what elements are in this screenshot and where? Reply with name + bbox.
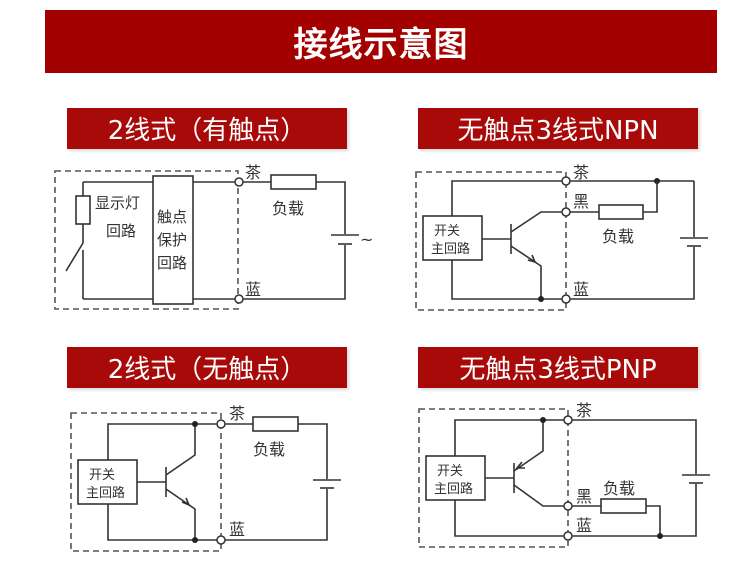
sensor-boundary <box>70 412 222 552</box>
main-circuit-label: 主回路 <box>434 481 473 497</box>
wire <box>451 180 563 216</box>
heading-3wire-npn: 无触点3线式NPN <box>418 108 698 149</box>
wire <box>570 247 695 300</box>
diagram-2wire-contactless: 开关 主回路 茶 蓝 负载 <box>70 404 341 552</box>
wire-label-blue: 蓝 <box>229 520 245 539</box>
junction-dot <box>192 421 198 427</box>
protect-label: 触点 <box>157 208 187 226</box>
load-resistor <box>270 174 317 190</box>
main-circuit-label: 开关 <box>434 224 460 239</box>
sensor-boundary <box>415 171 567 311</box>
wire <box>107 504 217 541</box>
emitter-arrow <box>181 497 191 507</box>
transistor-collector <box>165 424 196 476</box>
terminal-brown <box>234 177 244 187</box>
wire <box>316 181 346 234</box>
transistor-emitter <box>513 420 544 472</box>
wire-label-brown: 茶 <box>245 163 261 182</box>
emitter-arrow <box>515 461 525 469</box>
wire <box>243 245 346 300</box>
load-label: 负载 <box>253 440 285 459</box>
main-circuit-label: 开关 <box>437 464 463 479</box>
heading-2wire-contactless: 2线式（无触点） <box>67 347 347 388</box>
transistor-emitter <box>165 488 196 540</box>
terminal-blue <box>563 531 573 541</box>
diagram-3wire-pnp: 开关 主回路 茶 黑 蓝 负载 <box>418 401 710 548</box>
wire <box>298 423 328 479</box>
load-resistor <box>252 416 299 432</box>
terminal-blue <box>234 294 244 304</box>
diagram-3wire-npn: 开关 主回路 茶 黑 蓝 负载 <box>415 163 708 311</box>
indicator-label: 显示灯 <box>95 194 140 212</box>
terminal-brown <box>216 419 226 429</box>
junction-dot <box>538 296 544 302</box>
terminal-black <box>563 501 573 511</box>
protect-label: 保护 <box>157 231 187 249</box>
wire-label-brown: 茶 <box>573 163 589 182</box>
indicator-label: 回路 <box>106 222 136 240</box>
wire-label-blue: 蓝 <box>576 516 592 535</box>
heading-3wire-pnp: 无触点3线式PNP <box>418 347 698 388</box>
load-label: 负载 <box>602 227 634 246</box>
wire-label-brown: 茶 <box>229 404 245 423</box>
heading-2wire-contact: 2线式（有触点） <box>67 108 347 149</box>
wire <box>643 181 658 213</box>
load-label: 负载 <box>272 199 304 218</box>
junction-dot <box>657 533 663 539</box>
wire <box>454 419 565 456</box>
sensor-boundary <box>418 408 569 548</box>
terminal-blue <box>561 294 571 304</box>
page-title: 接线示意图 <box>45 10 717 73</box>
terminal-blue <box>216 535 226 545</box>
protect-label: 回路 <box>157 254 187 272</box>
transistor-emitter <box>510 245 542 299</box>
load-label: 负载 <box>603 479 635 498</box>
transistor-collector <box>510 211 563 233</box>
terminal-brown <box>563 415 573 425</box>
wire <box>454 500 565 537</box>
diagram-2wire-contact: 显示灯 回路 触点 保护 回路 茶 蓝 负载 ~ <box>54 163 373 310</box>
load-resistor <box>598 204 644 220</box>
main-circuit-label: 主回路 <box>86 485 125 501</box>
load-resistor <box>600 498 647 514</box>
indicator-resistor <box>75 195 91 225</box>
wire <box>225 489 328 541</box>
terminal-brown <box>561 176 571 186</box>
wire-label-black: 黑 <box>573 192 589 211</box>
sensor-boundary <box>54 170 239 310</box>
junction-dot <box>540 417 546 423</box>
wire <box>107 423 217 460</box>
transistor-collector <box>513 484 565 507</box>
switch-contact <box>65 242 84 272</box>
emitter-arrow <box>527 254 537 264</box>
junction-dot <box>192 537 198 543</box>
wire <box>646 505 661 536</box>
wire-label-black: 黑 <box>576 487 592 506</box>
wire-label-blue: 蓝 <box>245 280 261 299</box>
wire <box>451 260 563 300</box>
switch-main-circuit <box>77 459 138 505</box>
switch-main-circuit <box>422 215 483 261</box>
main-circuit-label: 主回路 <box>431 241 470 257</box>
wire <box>572 419 697 474</box>
terminal-black <box>561 207 571 217</box>
ac-symbol: ~ <box>360 230 373 249</box>
wire-label-blue: 蓝 <box>573 280 589 299</box>
contact-protect-circuit <box>152 175 194 305</box>
wire-label-brown: 茶 <box>576 401 592 420</box>
wire <box>572 484 697 537</box>
main-circuit-label: 开关 <box>89 468 115 483</box>
